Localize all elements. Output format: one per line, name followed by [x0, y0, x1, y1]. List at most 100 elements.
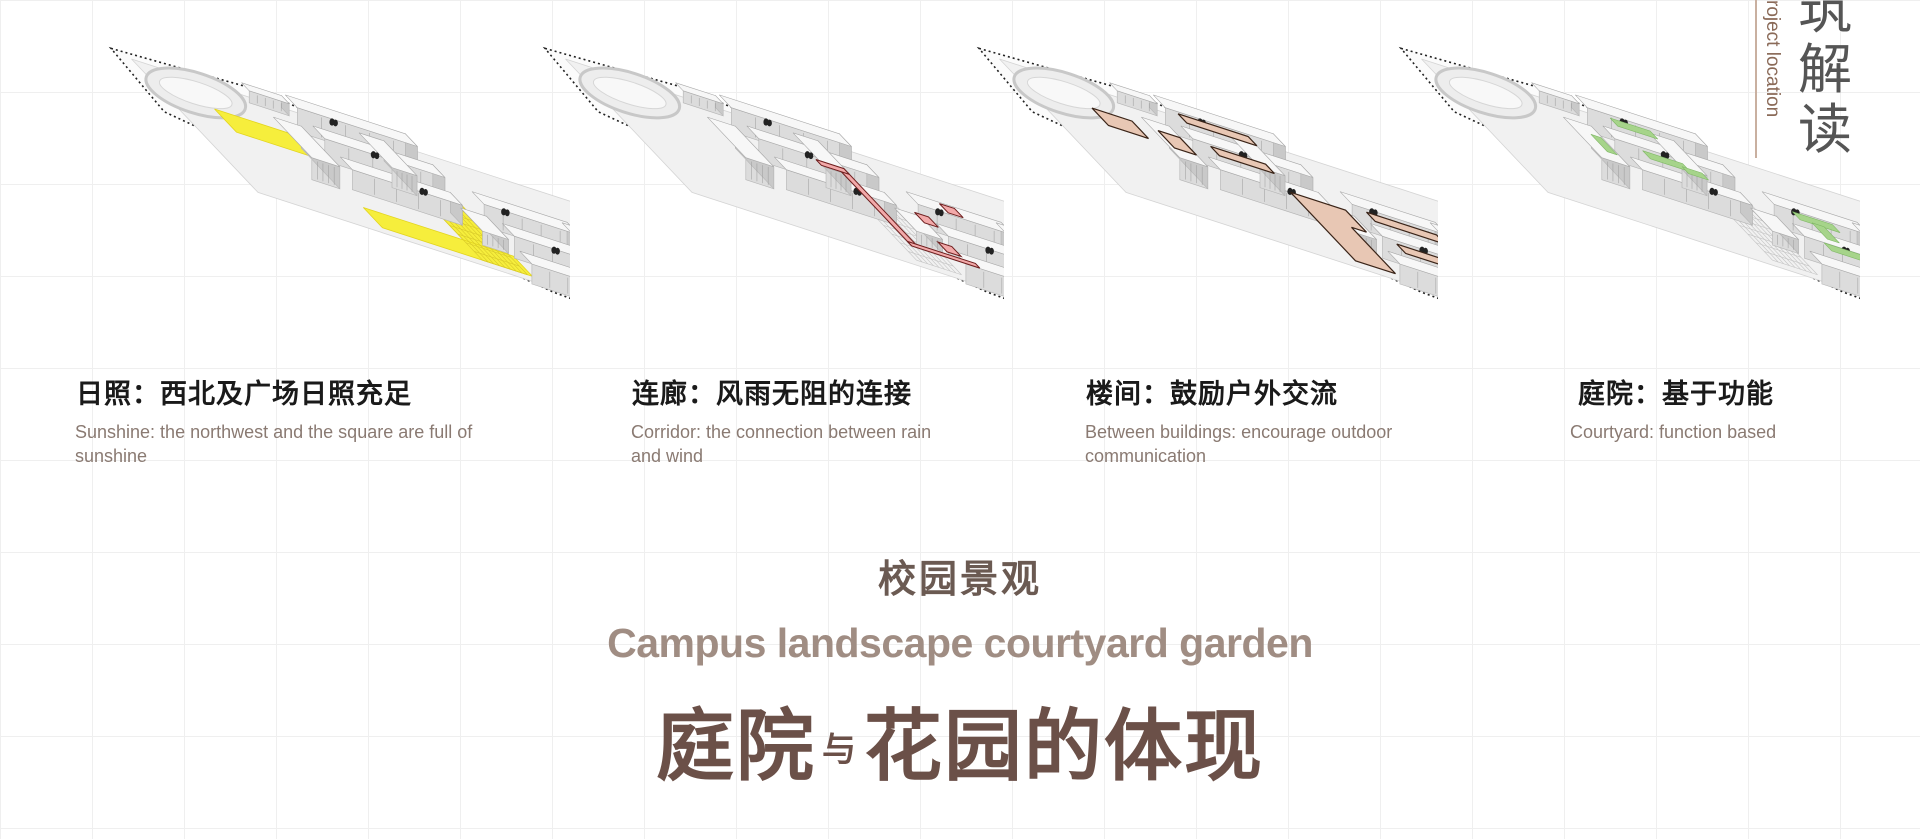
building-roof [460, 207, 509, 240]
panel-description: Sunshine: the northwest and the square a… [75, 422, 473, 466]
building-roof [1531, 82, 1580, 105]
plaza-grid [1764, 251, 1810, 267]
plaza-grid [474, 251, 520, 267]
building-roof [1153, 94, 1286, 147]
outdoor-space [1157, 130, 1197, 156]
building-roof [995, 222, 1004, 232]
building-roof [519, 250, 570, 277]
section-heading-zh: 校园景观 [877, 557, 1042, 601]
outdoor-space [1396, 243, 1438, 265]
courtyard-diagram [1398, 46, 1860, 300]
building-roof [1792, 223, 1860, 255]
corridor-path [815, 159, 850, 175]
plaza-grid [916, 259, 962, 276]
outdoor-space [1091, 107, 1149, 140]
building-roof [894, 207, 943, 240]
plaza-grid [908, 251, 954, 267]
building-roof [1809, 250, 1860, 277]
courtyard-garden [1792, 211, 1841, 233]
outdoor-space [1177, 113, 1258, 147]
building-roof [285, 94, 418, 147]
panel-between: 楼间：鼓励户外交流 Between buildings: encourage o… [938, 0, 1438, 480]
corridor-path [939, 203, 964, 219]
building-face [965, 263, 1004, 297]
building-roof [1648, 132, 1708, 176]
sports-field [1026, 76, 1101, 110]
courtyard-garden [1811, 222, 1840, 244]
between-buildings-diagram [976, 46, 1438, 300]
building-face [531, 263, 570, 297]
building-roof [707, 116, 775, 168]
plaza-grid [1755, 242, 1802, 258]
panel-description: Courtyard: function based [1570, 422, 1777, 442]
outdoor-space [1366, 211, 1438, 243]
panel-title: 日照：西北及广场日照充足 [76, 379, 412, 410]
building-roof [1750, 207, 1799, 240]
corner-title: 筑解读 [1798, 0, 1852, 161]
corridor-path [936, 240, 963, 258]
panel-title: 楼间：鼓励户外交流 [1086, 379, 1338, 410]
building-roof [1339, 191, 1438, 233]
building-roof [1761, 191, 1860, 233]
tree-icon [1713, 188, 1718, 196]
corner-subtitle: roject location [1762, 0, 1783, 118]
courtyard-garden [1590, 134, 1618, 156]
sunshine-diagram [108, 46, 570, 300]
tree-icon [767, 119, 772, 127]
building-roof [502, 223, 570, 255]
corridor-path [907, 240, 981, 269]
main-heading-connector: 与 [822, 730, 858, 770]
main-heading: 庭院与花园的体现 [0, 684, 1920, 796]
tree-icon [504, 209, 510, 217]
panel-description: Between buildings: encourage outdoor com… [1085, 422, 1393, 466]
panel-sunshine: 日照：西北及广场日照充足 Sunshine: the northwest and… [70, 0, 570, 480]
building-roof [471, 191, 570, 233]
tree-icon [808, 152, 814, 160]
sports-field [592, 76, 667, 110]
tree-icon [989, 247, 994, 255]
building-roof [1387, 250, 1438, 277]
building-roof [561, 222, 570, 232]
sports-field [1448, 76, 1523, 110]
outdoor-space [1210, 145, 1275, 175]
panel-courtyard: 庭院：基于功能 Courtyard: function based [1360, 0, 1860, 480]
outdoor-space [1290, 191, 1396, 275]
corner-divider [1755, 0, 1757, 158]
tree-icon [423, 188, 428, 196]
building-roof [273, 116, 341, 168]
building-roof [1370, 223, 1438, 255]
building-roof [936, 223, 1004, 255]
building-roof [1429, 222, 1438, 232]
building-roof [358, 132, 418, 176]
panel-title: 庭院：基于功能 [1578, 379, 1774, 410]
panel-description: Corridor: the connection between rain an… [631, 422, 932, 466]
building-roof [1851, 222, 1860, 232]
panel-corridor: 连廊：风雨无阻的连接 Corridor: the connection betw… [504, 0, 1004, 480]
corridor-path [914, 211, 939, 228]
building-face [1399, 263, 1438, 297]
plaza-grid [899, 242, 946, 258]
panel-title: 连廊：风雨无阻的连接 [632, 379, 912, 410]
plaza-grid [482, 259, 528, 276]
tree-icon [1664, 152, 1670, 160]
building-roof [1109, 82, 1158, 105]
building-face [1821, 263, 1860, 297]
building-roof [719, 94, 852, 147]
sports-field [158, 76, 233, 110]
main-heading-part1: 庭院 [655, 702, 816, 792]
tree-icon [555, 247, 560, 255]
courtyard-garden [1823, 242, 1860, 261]
building-roof [1563, 116, 1631, 168]
tree-icon [938, 209, 944, 217]
building-roof [241, 82, 290, 105]
building-roof [1575, 94, 1708, 147]
courtyard-garden [1681, 166, 1709, 181]
courtyard-garden [1609, 117, 1659, 140]
plaza-grid [1772, 259, 1818, 276]
main-heading-part2: 花园的体现 [864, 702, 1265, 792]
building-roof [675, 82, 724, 105]
plaza-grid [465, 242, 512, 258]
tree-icon [333, 119, 338, 127]
section-heading-en: Campus landscape courtyard garden [607, 620, 1313, 666]
tree-icon [374, 152, 380, 160]
